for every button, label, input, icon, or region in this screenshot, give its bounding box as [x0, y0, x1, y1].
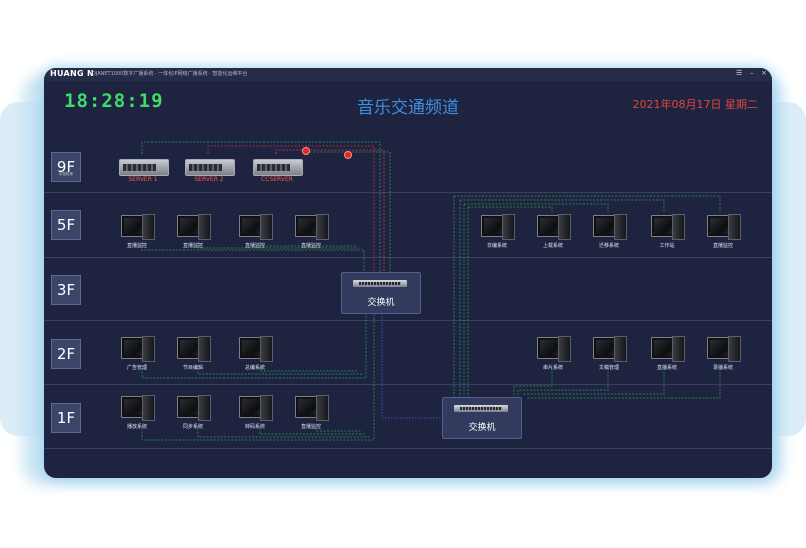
minimize-icon[interactable]: –	[750, 69, 754, 77]
workstation-5f-7[interactable]: 迁移系统	[584, 214, 634, 254]
workstation-5f-4[interactable]: 直播监控	[286, 214, 336, 254]
floor-divider	[44, 448, 772, 449]
workstation-5f-8[interactable]: 工作站	[642, 214, 692, 254]
floor-label-1f: 1F	[51, 403, 81, 433]
server-icon	[185, 159, 235, 176]
device-label: 直播系统	[656, 365, 677, 371]
switch-label: 交换机	[367, 298, 395, 308]
server-1[interactable]: SERVER 1	[116, 154, 172, 188]
device-label: 直播监控	[244, 243, 265, 249]
workstation-2f-5[interactable]: 文稿管理	[584, 336, 634, 376]
workstation-5f-3[interactable]: 直播监控	[230, 214, 280, 254]
device-label: 同步系统	[182, 424, 203, 430]
monitoring-window: HUANG N DJANET1000数字广播系统 · 一体化IP网络广播系统 ·…	[44, 68, 772, 478]
workstation-1f-4[interactable]: 直播监控	[286, 395, 336, 435]
server-2[interactable]: SERVER 2	[182, 154, 238, 188]
pc-tower-icon	[198, 336, 211, 362]
pc-tower-icon	[672, 214, 685, 240]
pc-tower-icon	[260, 214, 273, 240]
device-label: 节目编辑	[182, 365, 203, 371]
device-label: 总编系统	[244, 365, 265, 371]
pc-tower-icon	[198, 214, 211, 240]
device-label: 非编系统	[486, 243, 507, 249]
title-bar: HUANG N DJANET1000数字广播系统 · 一体化IP网络广播系统 ·…	[44, 68, 772, 81]
server-label: SERVER 1	[128, 176, 158, 183]
switch-icon	[353, 280, 407, 287]
ccserver[interactable]: CCSERVER	[250, 154, 306, 188]
workstation-1f-1[interactable]: 播放系统	[112, 395, 162, 435]
pc-tower-icon	[142, 336, 155, 362]
floor-divider	[44, 384, 772, 385]
server-label: SERVER 2	[194, 176, 224, 183]
device-label: 录播系统	[712, 365, 733, 371]
device-label: 工作站	[659, 243, 675, 249]
alarm-indicator[interactable]	[344, 151, 352, 159]
network-switch-1f[interactable]: 交换机	[442, 397, 522, 439]
workstation-5f-2[interactable]: 直播监控	[168, 214, 218, 254]
floor-divider	[44, 192, 772, 193]
pc-tower-icon	[672, 336, 685, 362]
workstation-1f-3[interactable]: 转码系统	[230, 395, 280, 435]
page-title: 音乐交通频道	[357, 98, 459, 118]
pc-tower-icon	[142, 214, 155, 240]
floor-sublabel: 中控机房	[59, 172, 73, 176]
menu-icon[interactable]: ☰	[736, 69, 743, 77]
brand-logo: HUANG N	[50, 69, 94, 78]
device-label: 直播监控	[300, 424, 321, 430]
pc-tower-icon	[502, 214, 515, 240]
workstation-2f-2[interactable]: 节目编辑	[168, 336, 218, 376]
floor-label-2f: 2F	[51, 339, 81, 369]
workstation-5f-6[interactable]: 上载系统	[528, 214, 578, 254]
device-label: 直播监控	[300, 243, 321, 249]
device-label: 文稿管理	[598, 365, 619, 371]
pc-tower-icon	[728, 336, 741, 362]
pc-tower-icon	[260, 395, 273, 421]
workstation-2f-7[interactable]: 录播系统	[698, 336, 748, 376]
pc-tower-icon	[614, 336, 627, 362]
device-label: 播放系统	[126, 424, 147, 430]
device-label: 转码系统	[244, 424, 265, 430]
device-label: 直播监控	[712, 243, 733, 249]
pc-tower-icon	[558, 336, 571, 362]
close-icon[interactable]: ×	[761, 69, 767, 77]
workstation-2f-6[interactable]: 直播系统	[642, 336, 692, 376]
device-label: 直播监控	[126, 243, 147, 249]
pc-tower-icon	[614, 214, 627, 240]
device-label: 广告管理	[126, 365, 147, 371]
pc-tower-icon	[316, 395, 329, 421]
pc-tower-icon	[198, 395, 211, 421]
date-display: 2021年08月17日 星期二	[632, 98, 759, 111]
device-label: 直播监控	[182, 243, 203, 249]
switch-label: 交换机	[468, 423, 496, 433]
workstation-5f-1[interactable]: 直播监控	[112, 214, 162, 254]
pc-tower-icon	[142, 395, 155, 421]
pc-tower-icon	[260, 336, 273, 362]
workstation-2f-4[interactable]: 串片系统	[528, 336, 578, 376]
alarm-indicator[interactable]	[302, 147, 310, 155]
workstation-5f-9[interactable]: 直播监控	[698, 214, 748, 254]
server-icon	[119, 159, 169, 176]
floor-divider	[44, 320, 772, 321]
workstation-1f-2[interactable]: 同步系统	[168, 395, 218, 435]
device-label: 上载系统	[542, 243, 563, 249]
server-label: CCSERVER	[261, 176, 293, 183]
device-label: 串片系统	[542, 365, 563, 371]
floor-label-5f: 5F	[51, 210, 81, 240]
floor-label-3f: 3F	[51, 275, 81, 305]
network-switch-3f[interactable]: 交换机	[341, 272, 421, 314]
pc-tower-icon	[316, 214, 329, 240]
pc-tower-icon	[558, 214, 571, 240]
floor-divider	[44, 257, 772, 258]
workstation-5f-5[interactable]: 非编系统	[472, 214, 522, 254]
workstation-2f-3[interactable]: 总编系统	[230, 336, 280, 376]
server-icon	[253, 159, 303, 176]
workstation-2f-1[interactable]: 广告管理	[112, 336, 162, 376]
device-label: 迁移系统	[598, 243, 619, 249]
floor-label-9f: 9F 中控机房	[51, 152, 81, 182]
digital-clock: 18:28:19	[64, 90, 164, 112]
switch-icon	[454, 405, 508, 412]
app-title: DJANET1000数字广播系统 · 一体化IP网络广播系统 · 智能化运维平台	[92, 71, 248, 77]
pc-tower-icon	[728, 214, 741, 240]
network-wiring	[141, 141, 721, 441]
